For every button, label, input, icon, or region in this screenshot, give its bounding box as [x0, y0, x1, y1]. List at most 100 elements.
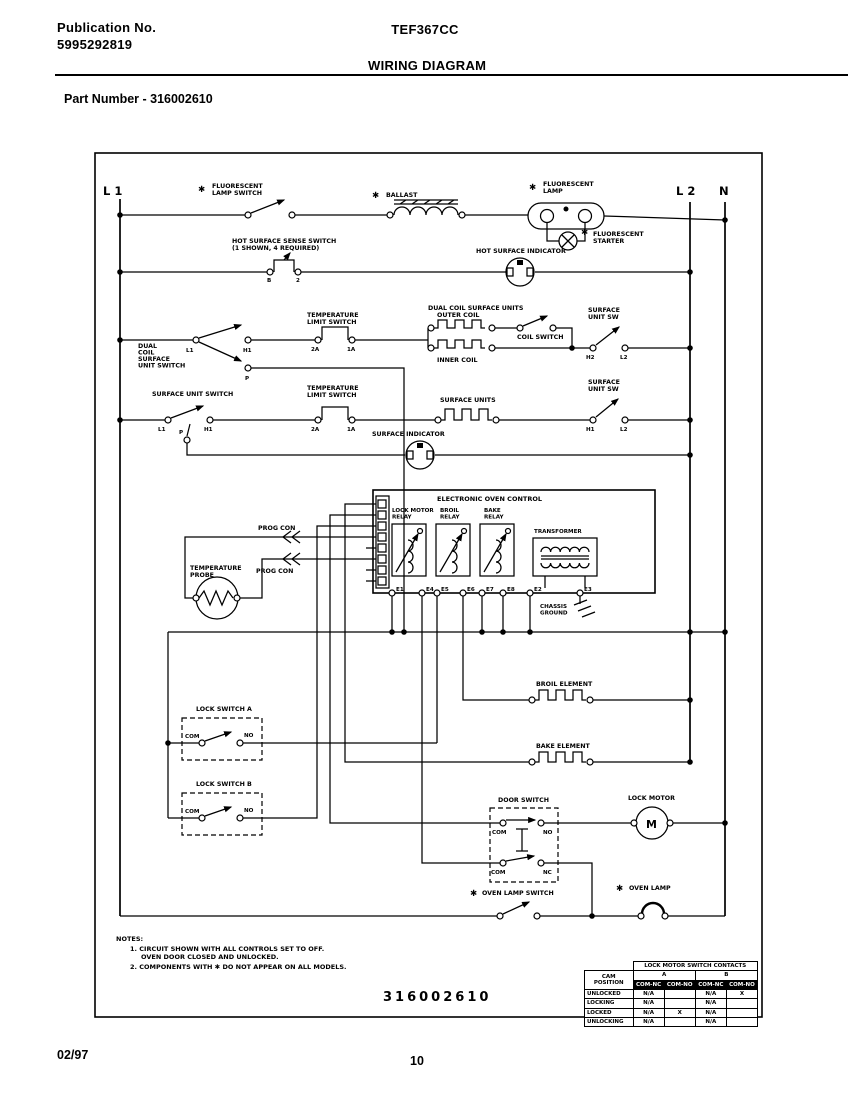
- surface-unit-switch: L1 P H1: [158, 405, 214, 444]
- bus-l2-label: L 2: [676, 184, 695, 198]
- bake-element: BAKE ELEMENT: [344, 503, 693, 766]
- table-row: UNLOCKING N/A N/A: [584, 1016, 759, 1028]
- asterisk-mark: ✱: [372, 191, 379, 201]
- part-number: Part Number - 316002610: [64, 92, 213, 106]
- terminal-1a: 1A: [347, 347, 356, 353]
- terminal-l1: L1: [158, 427, 166, 433]
- coil-switch: COIL SWITCH: [495, 315, 590, 351]
- terminal-com: COM: [492, 830, 507, 836]
- publication-number: 5995292819: [57, 37, 133, 52]
- model-number: TEF367CC: [391, 22, 459, 37]
- contacts-table-cam-position: CAM POSITION: [584, 970, 634, 990]
- table-row: LOCKING N/A N/A: [584, 998, 759, 1009]
- terminal-2a: 2A: [311, 347, 320, 353]
- hot-surface-sense-switch-label: HOT SURFACE SENSE SWITCH(1 SHOWN, 4 REQU…: [232, 238, 336, 252]
- contacts-table-col: COM-NC: [632, 979, 665, 990]
- diagram-frame: [94, 152, 763, 1018]
- asterisk-mark: ✱: [529, 183, 536, 193]
- terminal-m: M: [646, 818, 657, 831]
- notes: NOTES: 1. CIRCUIT SHOWN WITH ALL CONTROL…: [116, 935, 347, 971]
- terminal-e4: E4: [426, 587, 434, 593]
- hot-surface-indicator: HOT SURFACE INDICATOR: [476, 248, 566, 287]
- terminal-com: COM: [185, 734, 200, 740]
- terminal-l2: L2: [620, 355, 628, 361]
- publication-label: Publication No.: [57, 20, 157, 35]
- hot-surface-circuit: HOT SURFACE SENSE SWITCH(1 SHOWN, 4 REQU…: [117, 238, 693, 287]
- lock-motor: LOCK MOTOR M: [544, 795, 728, 840]
- table-row: UNLOCKED N/A N/A X: [584, 988, 759, 1000]
- terminal-com: COM: [185, 809, 200, 815]
- prog-con-label: PROG CON: [258, 525, 295, 532]
- terminal-p: P: [245, 376, 249, 382]
- surface-indicator-label: SURFACE INDICATOR: [372, 431, 445, 438]
- transformer-label: TRANSFORMER: [534, 529, 582, 535]
- oven-lamp-label: OVEN LAMP: [629, 885, 671, 892]
- terminal-l2: L2: [620, 427, 628, 433]
- asterisk-mark: ✱: [198, 185, 205, 195]
- surface-indicator: SURFACE INDICATOR: [372, 431, 445, 470]
- fluorescent-lamp-switch: [244, 199, 296, 219]
- footer-date: 02/97: [57, 1048, 89, 1062]
- table-row: LOCKED N/A X N/A: [584, 1007, 759, 1018]
- hot-surface-sense-switch: B 2: [266, 252, 302, 284]
- bus-l1-label: L 1: [103, 184, 122, 198]
- note-line-3: 2. COMPONENTS WITH ✱ DO NOT APPEAR ON AL…: [130, 963, 347, 971]
- note-line-2: OVEN DOOR CLOSED AND UNLOCKED.: [141, 953, 279, 961]
- dual-coil-surface-units: DUAL COIL SURFACE UNITS OUTER COIL INNER…: [427, 305, 524, 364]
- terminal-b: B: [267, 278, 271, 284]
- contacts-table-title: LOCK MOTOR SWITCH CONTACTS: [632, 960, 758, 972]
- oven-lamp: [637, 901, 669, 920]
- transformer: TRANSFORMER: [532, 529, 598, 588]
- asterisk-mark: ✱: [616, 884, 623, 894]
- terminal-e6: E6: [467, 587, 475, 593]
- dual-coil-surface-unit-switch: L1 H1 P: [186, 324, 252, 382]
- header-rule: [55, 74, 848, 76]
- lock-motor-label: LOCK MOTOR: [628, 795, 675, 802]
- broil-element-label: BROIL ELEMENT: [536, 681, 593, 688]
- lock-switch-b: LOCK SWITCH B COM NO: [168, 525, 376, 836]
- lock-motor-switch-contacts-table: LOCK MOTOR SWITCH CONTACTS CAM POSITION …: [584, 960, 759, 1028]
- pilot-wire: [251, 367, 405, 632]
- contacts-table-group-b: B: [694, 970, 759, 981]
- electronic-oven-control-label: ELECTRONIC OVEN CONTROL: [437, 495, 542, 503]
- lock-switch-a: LOCK SWITCH A COM NO: [165, 706, 263, 761]
- terminal-h1: H1: [204, 427, 213, 433]
- note-line-1: 1. CIRCUIT SHOWN WITH ALL CONTROLS SET T…: [130, 945, 324, 953]
- terminal-2: 2: [296, 278, 300, 284]
- terminal-1a: 1A: [347, 427, 356, 433]
- prog-con-label: PROG CON: [256, 568, 293, 575]
- broil-element: BROIL ELEMENT: [528, 681, 693, 704]
- terminal-h2: H2: [586, 355, 595, 361]
- page-title: WIRING DIAGRAM: [368, 58, 487, 73]
- contacts-table-group-a: A: [632, 970, 696, 981]
- lock-switch-b-label: LOCK SWITCH B: [196, 781, 252, 788]
- ballast-label: BALLAST: [386, 192, 418, 199]
- eoc-wiring: [167, 596, 728, 864]
- terminal-e2: E2: [534, 587, 542, 593]
- terminal-nc: NC: [543, 870, 552, 876]
- outer-coil-label: OUTER COIL: [437, 312, 479, 319]
- coil-switch-label: COIL SWITCH: [517, 334, 564, 341]
